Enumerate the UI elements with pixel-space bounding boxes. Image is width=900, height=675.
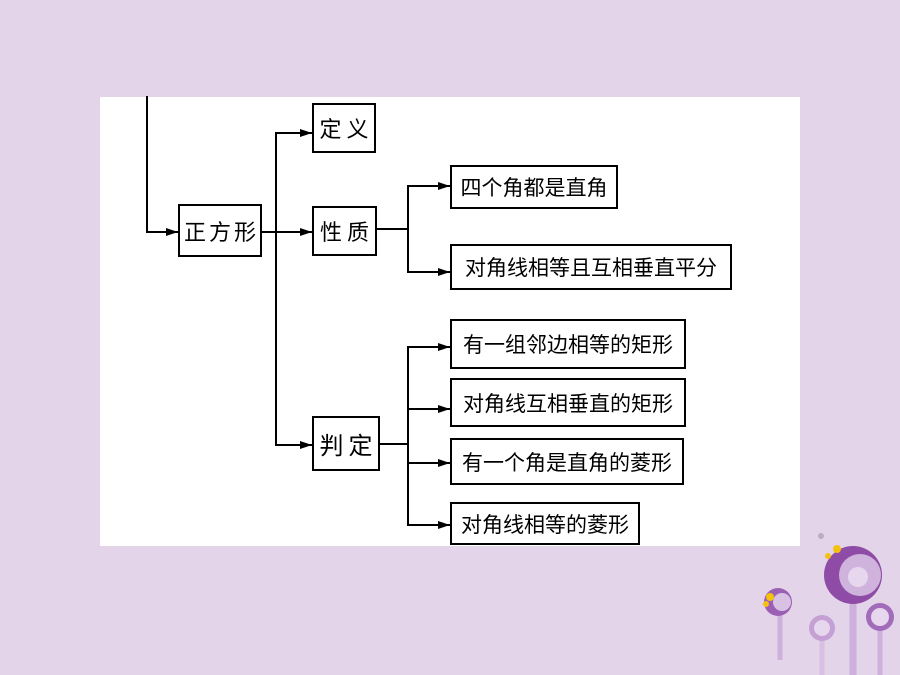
decorative-flower-ornament xyxy=(763,533,894,675)
node-criteria: 判定 xyxy=(312,416,380,471)
criterion-item: 对角线互相垂直的矩形 xyxy=(450,378,686,427)
criterion-item: 有一个角是直角的菱形 xyxy=(450,438,684,485)
property-item: 四个角都是直角 xyxy=(450,165,618,209)
criterion-item: 有一组邻边相等的矩形 xyxy=(450,319,686,369)
criterion-item: 对角线相等的菱形 xyxy=(450,502,640,545)
property-item: 对角线相等且互相垂直平分 xyxy=(450,244,732,290)
root-node-square: 正方形 xyxy=(178,204,262,257)
node-definition: 定义 xyxy=(312,103,376,153)
node-properties: 性质 xyxy=(312,206,377,256)
